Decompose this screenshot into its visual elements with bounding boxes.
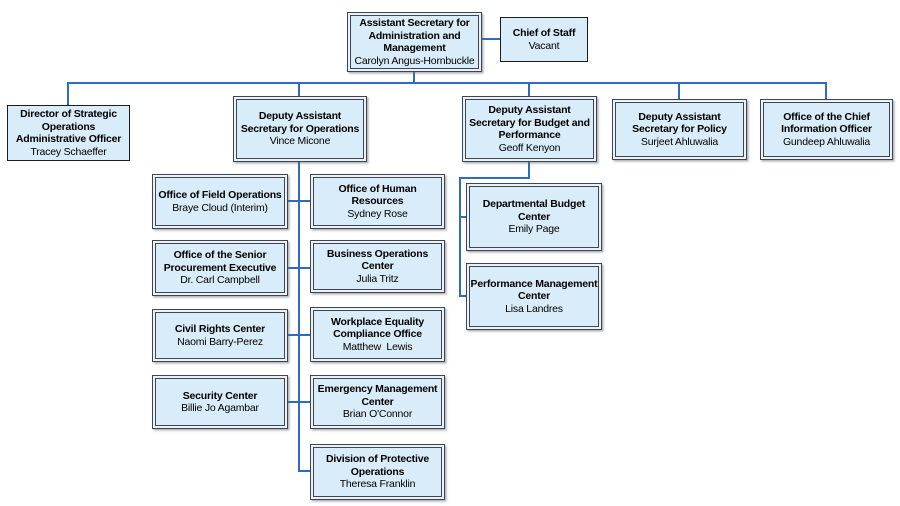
org-box-title: Office of Human Resources bbox=[338, 182, 417, 208]
org-box-body: Departmental Budget Center Emily Page bbox=[469, 186, 599, 248]
org-box-body: Assistant Secretary for Administration a… bbox=[350, 15, 479, 69]
connector-root-chief bbox=[482, 38, 500, 40]
org-box-body: Business Operations Center Julia Tritz bbox=[313, 243, 442, 290]
org-box-body: Office of the Chief Information Officer … bbox=[763, 102, 890, 157]
org-box-security-center: Security Center Billie Jo Agambar bbox=[152, 375, 288, 429]
org-box-title: Business Operations Center bbox=[326, 247, 429, 273]
org-box-person: Matthew Lewis bbox=[342, 340, 413, 353]
connector-root-drop bbox=[413, 72, 415, 83]
org-box-body: Workplace Equality Compliance Office Mat… bbox=[313, 310, 442, 359]
connector-level2-spine bbox=[67, 82, 827, 84]
connector-budget-bracket bbox=[459, 177, 461, 297]
org-box-body: Division of Protective Operations Theres… bbox=[313, 447, 442, 497]
org-box-business-operations: Business Operations Center Julia Tritz bbox=[310, 240, 445, 293]
org-box-body: Civil Rights Center Naomi Barry-Perez bbox=[155, 312, 285, 359]
org-box-body: Deputy Assistant Secretary for Policy Su… bbox=[615, 102, 744, 157]
org-box-director-strategic-operations: Director of Strategic Operations Adminis… bbox=[7, 105, 130, 161]
org-box-title: Deputy Assistant Secretary for Policy bbox=[632, 110, 727, 136]
org-box-chief-of-staff: Chief of Staff Vacant bbox=[500, 17, 588, 62]
org-box-person: Naomi Barry-Perez bbox=[177, 335, 263, 348]
connector-budget-stub2 bbox=[459, 295, 468, 297]
org-box-title: Director of Strategic Operations Adminis… bbox=[15, 108, 122, 145]
org-box-title: Civil Rights Center bbox=[174, 323, 266, 335]
org-box-body: Performance Management Center Lisa Landr… bbox=[469, 266, 599, 327]
org-box-person: Surjeet Ahluwalia bbox=[640, 135, 719, 148]
org-box-person: Sydney Rose bbox=[347, 207, 408, 220]
org-box-body: Emergency Management Center Brian O'Conn… bbox=[313, 378, 442, 426]
org-box-person: Vacant bbox=[528, 39, 560, 52]
org-box-title: Departmental Budget Center bbox=[482, 198, 586, 223]
org-box-ocio: Office of the Chief Information Officer … bbox=[760, 99, 893, 160]
org-box-title: Office of the Senior Procurement Executi… bbox=[163, 249, 277, 274]
org-box-das-budget-performance: Deputy Assistant Secretary for Budget an… bbox=[462, 96, 597, 162]
org-box-title: Deputy Assistant Secretary for Budget an… bbox=[469, 104, 590, 141]
org-box-body: Deputy Assistant Secretary for Budget an… bbox=[465, 99, 594, 159]
connector-drop-operations bbox=[298, 82, 300, 96]
org-box-civil-rights: Civil Rights Center Naomi Barry-Perez bbox=[152, 309, 288, 362]
org-box-emergency-management: Emergency Management Center Brian O'Conn… bbox=[310, 375, 445, 429]
connector-ops-row1 bbox=[288, 200, 310, 202]
org-box-senior-procurement: Office of the Senior Procurement Executi… bbox=[152, 240, 288, 296]
org-box-person: Carolyn Angus-Hornbuckle bbox=[354, 54, 475, 67]
org-box-person: Theresa Franklin bbox=[339, 478, 416, 491]
org-box-title: Office of Field Operations bbox=[158, 189, 282, 201]
org-box-person: Vince Micone bbox=[269, 135, 331, 148]
org-box-body: Security Center Billie Jo Agambar bbox=[155, 378, 285, 426]
org-box-title: Emergency Management Center bbox=[317, 383, 438, 408]
org-box-assistant-secretary: Assistant Secretary for Administration a… bbox=[347, 12, 482, 72]
org-box-person: Billie Jo Agambar bbox=[181, 402, 259, 414]
connector-drop-budget bbox=[528, 82, 530, 96]
org-box-title: Security Center bbox=[182, 389, 258, 402]
connector-drop-ocio bbox=[825, 82, 827, 99]
org-box-title: Performance Management Center bbox=[470, 277, 598, 303]
connector-drop-director bbox=[67, 82, 69, 105]
connector-ops-row5-elbow bbox=[298, 470, 310, 472]
org-box-das-operations: Deputy Assistant Secretary for Operation… bbox=[233, 96, 367, 162]
org-box-body: Office of the Senior Procurement Executi… bbox=[155, 243, 285, 293]
connector-ops-row3 bbox=[288, 334, 310, 336]
connector-ops-row2 bbox=[288, 267, 310, 269]
org-box-body: Director of Strategic Operations Adminis… bbox=[8, 106, 129, 160]
org-box-person: Gundeep Ahluwalia bbox=[782, 135, 871, 148]
org-box-person: Geoff Kenyon bbox=[498, 141, 561, 154]
org-box-person: Emily Page bbox=[508, 223, 560, 236]
connector-operations-trunk bbox=[298, 162, 300, 472]
org-box-person: Dr. Carl Campbell bbox=[180, 274, 260, 287]
org-box-das-policy: Deputy Assistant Secretary for Policy Su… bbox=[612, 99, 747, 160]
org-box-title: Chief of Staff bbox=[512, 27, 576, 39]
connector-budget-stub1 bbox=[459, 216, 468, 218]
org-box-person: Braye Cloud (Interim) bbox=[172, 201, 268, 214]
connector-drop-policy bbox=[678, 82, 680, 99]
org-box-field-operations: Office of Field Operations Braye Cloud (… bbox=[152, 174, 288, 229]
org-box-body: Deputy Assistant Secretary for Operation… bbox=[236, 99, 364, 159]
org-box-performance-management: Performance Management Center Lisa Landr… bbox=[466, 263, 602, 330]
org-box-title: Workplace Equality Compliance Office bbox=[330, 315, 425, 341]
org-box-body: Chief of Staff Vacant bbox=[501, 18, 587, 61]
org-box-protective-operations: Division of Protective Operations Theres… bbox=[310, 444, 445, 500]
org-box-person: Brian O'Connor bbox=[342, 408, 413, 421]
org-box-human-resources: Office of Human Resources Sydney Rose bbox=[310, 174, 445, 229]
org-box-person: Lisa Landres bbox=[505, 302, 563, 315]
org-box-body: Office of Human Resources Sydney Rose bbox=[313, 177, 442, 226]
org-box-departmental-budget: Departmental Budget Center Emily Page bbox=[466, 183, 602, 251]
org-box-title: Deputy Assistant Secretary for Operation… bbox=[240, 110, 360, 135]
org-box-title: Assistant Secretary for Administration a… bbox=[359, 17, 470, 54]
org-box-person: Julia Tritz bbox=[356, 272, 399, 285]
connector-budget-down bbox=[528, 162, 530, 179]
org-box-person: Tracey Schaeffer bbox=[30, 145, 107, 158]
org-box-title: Office of the Chief Information Officer bbox=[781, 110, 872, 136]
connector-ops-row4 bbox=[288, 401, 310, 403]
connector-budget-elbow bbox=[459, 177, 530, 179]
org-box-workplace-equality: Workplace Equality Compliance Office Mat… bbox=[310, 307, 445, 362]
org-box-title: Division of Protective Operations bbox=[326, 453, 429, 478]
org-box-body: Office of Field Operations Braye Cloud (… bbox=[155, 177, 285, 226]
